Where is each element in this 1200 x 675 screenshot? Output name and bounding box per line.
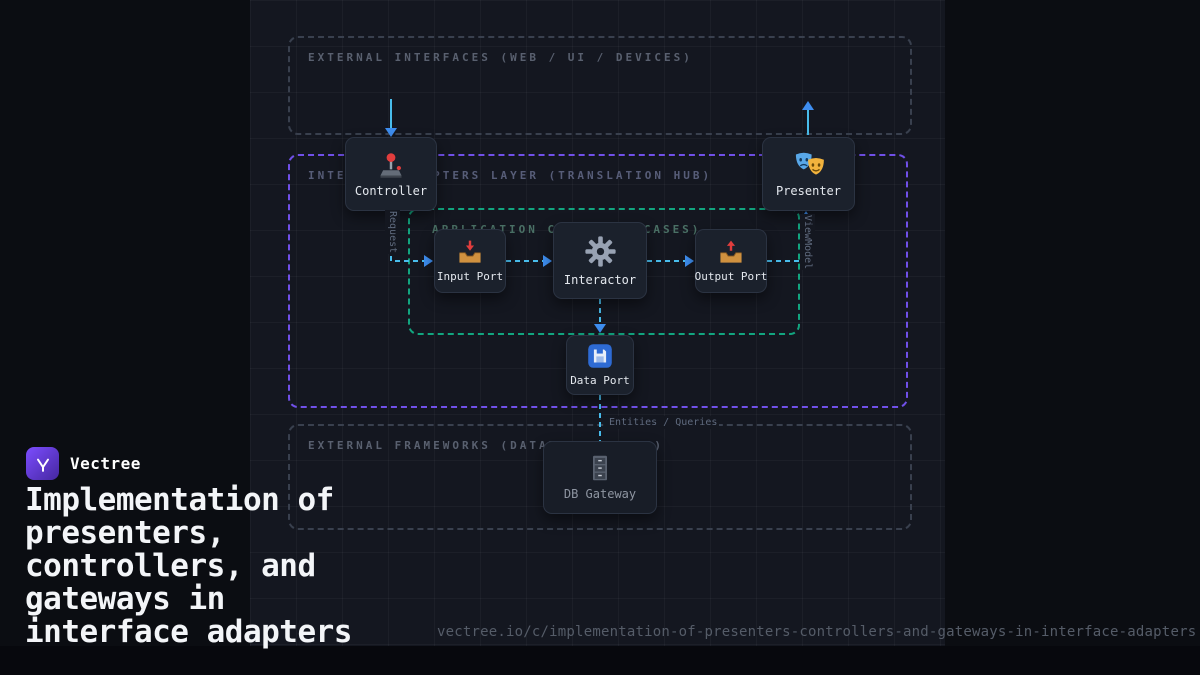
node-output-port-label: Output Port bbox=[694, 270, 768, 283]
edge-label-viewmodel: ViewModel bbox=[800, 214, 815, 271]
node-db-gateway-label: DB Gateway bbox=[563, 487, 637, 501]
layer-external-interfaces: EXTERNAL INTERFACES (WEB / UI / DEVICES) bbox=[288, 36, 912, 135]
node-interactor-label: Interactor bbox=[563, 272, 637, 287]
page-title: Implementation of presenters, controller… bbox=[25, 482, 352, 650]
joystick-icon bbox=[377, 151, 405, 179]
node-data-port: Data Port bbox=[566, 335, 634, 395]
layer-external-interfaces-label: EXTERNAL INTERFACES (WEB / UI / DEVICES) bbox=[308, 51, 693, 64]
node-db-gateway: DB Gateway bbox=[543, 441, 657, 514]
bottom-strip bbox=[0, 646, 1200, 675]
node-data-port-label: Data Port bbox=[570, 374, 630, 387]
file-cabinet-icon bbox=[586, 454, 614, 482]
vectree-logo-icon bbox=[26, 447, 59, 480]
node-output-port: Output Port bbox=[695, 229, 767, 293]
diagram-panel bbox=[250, 0, 945, 646]
outbox-tray-icon bbox=[718, 239, 744, 265]
node-presenter: Presenter bbox=[762, 137, 855, 211]
node-interactor: Interactor bbox=[553, 222, 647, 299]
page-url: vectree.io/c/implementation-of-presenter… bbox=[437, 624, 1197, 640]
node-controller: Controller bbox=[345, 137, 437, 211]
brand: Vectree bbox=[26, 447, 141, 480]
inbox-tray-icon bbox=[457, 239, 483, 265]
gear-icon bbox=[584, 235, 617, 268]
node-presenter-label: Presenter bbox=[775, 183, 842, 198]
save-disk-icon bbox=[587, 343, 613, 369]
node-input-port: Input Port bbox=[434, 229, 506, 293]
node-controller-label: Controller bbox=[354, 183, 428, 198]
edge-label-request: Request bbox=[385, 210, 400, 255]
theater-masks-icon bbox=[793, 151, 825, 179]
brand-name: Vectree bbox=[70, 454, 141, 473]
edge-label-entities-queries: Entities / Queries bbox=[607, 416, 720, 429]
node-input-port-label: Input Port bbox=[436, 270, 504, 283]
